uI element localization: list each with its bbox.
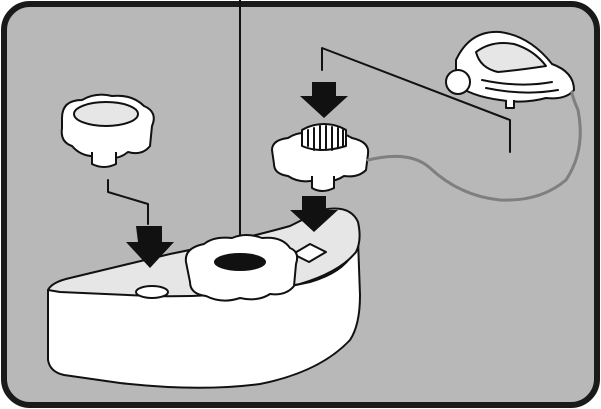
right-leader-line: [321, 47, 511, 153]
clip-knob: [445, 69, 471, 95]
clip-attachment: [445, 30, 575, 109]
dial-hole: [214, 253, 266, 271]
brush-stem: [311, 176, 335, 192]
square-pad: [292, 243, 327, 263]
brush-head: [271, 123, 370, 192]
connecting-cable: [366, 90, 582, 202]
knob-stem: [91, 152, 117, 168]
down-arrow-icon: [126, 226, 174, 268]
gear-dial: [184, 234, 299, 302]
down-arrow-icon: [290, 196, 338, 232]
recess-hole: [135, 285, 169, 299]
knob-cap: [60, 93, 155, 168]
knob-top: [73, 101, 139, 127]
left-leader-line: [107, 179, 149, 225]
down-arrow-icon: [300, 82, 348, 118]
